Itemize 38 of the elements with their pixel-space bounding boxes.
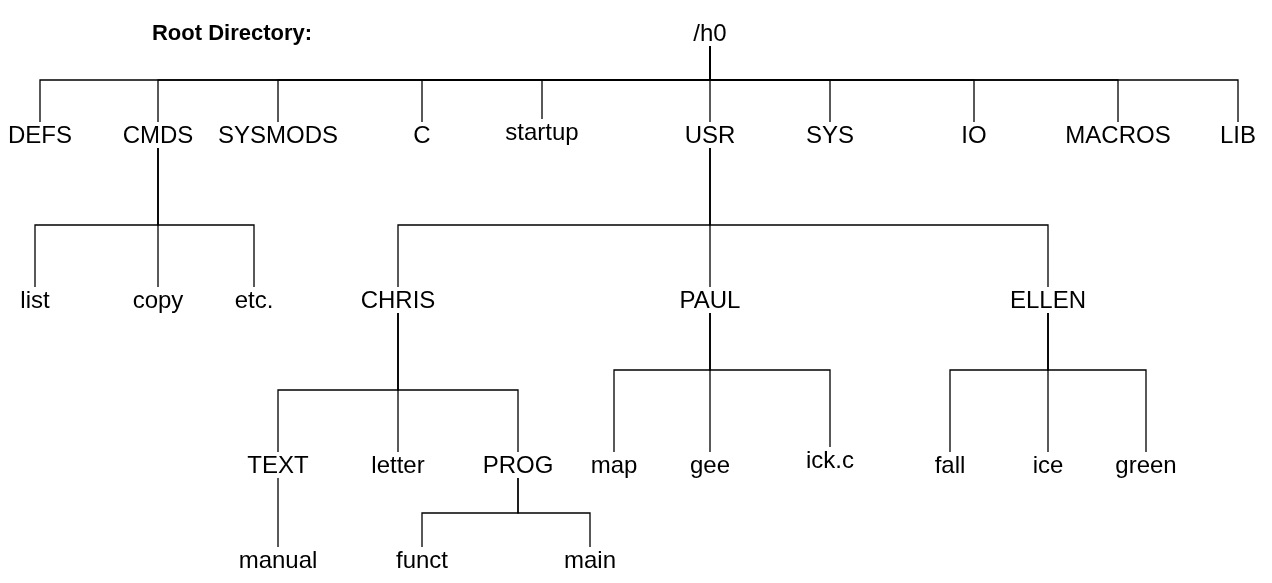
directory-name: ELLEN	[1010, 287, 1086, 313]
tree-connector	[157, 147, 255, 288]
root-directory-label: Root Directory:	[151, 20, 313, 46]
directory-name: CHRIS	[360, 287, 436, 313]
directory-name: letter	[371, 452, 425, 478]
directory-name: TEXT	[247, 452, 309, 478]
directory-name: fall	[934, 452, 966, 478]
directory-name: /h0	[693, 20, 727, 46]
directory-name: USR	[684, 122, 736, 148]
directory-name: gee	[690, 452, 730, 478]
directory-name: LIB	[1220, 122, 1256, 148]
directory-name: list	[20, 287, 50, 313]
directory-name: MACROS	[1065, 122, 1171, 148]
tree-connector	[397, 312, 519, 453]
directory-name: C	[413, 122, 431, 148]
directory-name: DEFS	[8, 122, 72, 148]
directory-name: manual	[238, 547, 318, 573]
directory-name: SYSMODS	[218, 122, 338, 148]
directory-name: IO	[961, 122, 987, 148]
directory-name: main	[564, 547, 616, 573]
directory-name: PROG	[482, 452, 554, 478]
directory-name: green	[1115, 452, 1177, 478]
tree-connector	[709, 312, 831, 448]
tree-connector	[277, 477, 279, 548]
tree-connector	[1047, 312, 1147, 453]
directory-name: map	[590, 452, 638, 478]
directory-name: ice	[1032, 452, 1064, 478]
directory-name: ick.c	[806, 447, 854, 473]
directory-name: CMDS	[122, 122, 194, 148]
directory-name: PAUL	[679, 287, 741, 313]
directory-name: funct	[396, 547, 448, 573]
directory-name: startup	[505, 119, 579, 145]
tree-connector	[709, 45, 1239, 123]
tree-connector	[517, 477, 591, 548]
directory-name: etc.	[234, 287, 274, 313]
directory-name: copy	[132, 287, 184, 313]
directory-name: SYS	[806, 122, 854, 148]
tree-connector	[709, 147, 1049, 288]
